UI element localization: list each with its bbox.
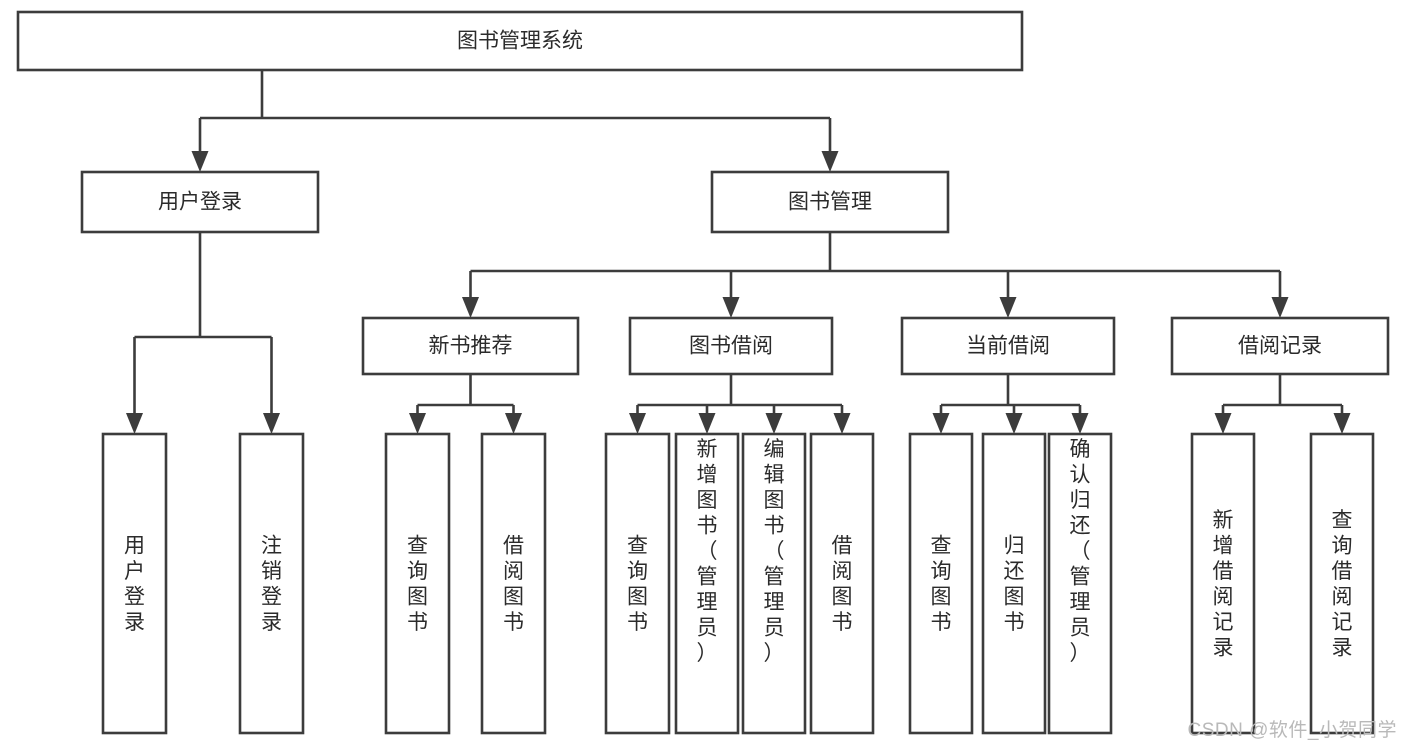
- node-leaf-leaf-user-login[interactable]: 用户登录: [101, 432, 168, 735]
- node-label: 图书管理: [788, 191, 872, 214]
- edge-root-arrow-head-icon: [191, 151, 209, 172]
- node-label: 新书推荐: [429, 335, 513, 358]
- edge-book-borrow-arrow-head-icon: [833, 413, 851, 434]
- node-label: 当前借阅: [966, 335, 1050, 358]
- node-box: [384, 432, 451, 735]
- node-leaf-leaf-return-book[interactable]: 归还图书: [981, 432, 1047, 735]
- edge-borrow-record-arrow-head-icon: [1333, 413, 1351, 434]
- node-box: [1190, 432, 1256, 735]
- node-leaf-leaf-query-record[interactable]: 查询借阅记录: [1309, 432, 1375, 735]
- node-level2-new-book-recommend[interactable]: 新书推荐: [361, 316, 580, 376]
- edge-current-borrow-arrow-head-icon: [932, 413, 950, 434]
- node-label: 编辑图书（管理员）: [764, 438, 785, 665]
- node-box: [80, 170, 320, 234]
- edge-user-login-arrow-head-icon: [263, 413, 280, 434]
- edge-book-borrow-arrow-head-icon: [698, 413, 716, 434]
- edge-current-borrow-arrow-head-icon: [1005, 413, 1023, 434]
- node-label: 借阅图书: [503, 535, 524, 635]
- edge-current-borrow-arrow-head-icon: [1071, 413, 1089, 434]
- edge-user-login-arrow-head-icon: [126, 413, 143, 434]
- edge-book-borrow-arrow-head-icon: [629, 413, 646, 434]
- node-leaf-leaf-user-logout[interactable]: 注销登录: [238, 432, 305, 735]
- node-leaf-leaf-borrow-book-1[interactable]: 借阅图书: [480, 432, 547, 735]
- node-label: 查询借阅记录: [1332, 509, 1353, 660]
- node-level2-book-borrow[interactable]: 图书借阅: [628, 316, 834, 376]
- node-label: 查询图书: [407, 535, 428, 635]
- node-box: [900, 316, 1116, 376]
- edge-root-arrow-head-icon: [821, 151, 839, 172]
- edge-book-manage-arrow-head-icon: [462, 297, 479, 318]
- node-box: [741, 432, 807, 735]
- node-leaf-leaf-confirm-return[interactable]: 确认归还（管理员）: [1047, 432, 1113, 735]
- node-box: [710, 170, 950, 234]
- node-leaf-leaf-add-book[interactable]: 新增图书（管理员）: [674, 432, 740, 735]
- node-box: [480, 432, 547, 735]
- node-leaf-leaf-edit-book[interactable]: 编辑图书（管理员）: [741, 432, 807, 735]
- node-box: [604, 432, 671, 735]
- node-level2-borrow-record[interactable]: 借阅记录: [1170, 316, 1390, 376]
- node-leaf-leaf-borrow-book-2[interactable]: 借阅图书: [809, 432, 875, 735]
- node-label: 借阅图书: [832, 535, 853, 635]
- node-label: 图书借阅: [689, 335, 773, 358]
- node-leaf-leaf-query-book-2[interactable]: 查询图书: [604, 432, 671, 735]
- node-box: [628, 316, 834, 376]
- node-label: 查询图书: [627, 535, 648, 635]
- node-level1-user-login[interactable]: 用户登录: [80, 170, 320, 234]
- connector-layer: [126, 70, 1351, 434]
- node-box: [16, 10, 1024, 72]
- node-label: 新增图书（管理员）: [697, 438, 718, 665]
- node-level1-book-manage[interactable]: 图书管理: [710, 170, 950, 234]
- node-label: 用户登录: [158, 191, 242, 214]
- node-box: [674, 432, 740, 735]
- edge-book-borrow-arrow-head-icon: [765, 413, 783, 434]
- node-label: 用户登录: [124, 535, 145, 635]
- node-box: [1309, 432, 1375, 735]
- edge-new-book-recommend-arrow-head-icon: [409, 413, 426, 434]
- node-box: [809, 432, 875, 735]
- node-leaf-leaf-query-book-3[interactable]: 查询图书: [908, 432, 974, 735]
- edge-new-book-recommend-arrow-head-icon: [505, 413, 522, 434]
- node-box: [101, 432, 168, 735]
- node-label: 归还图书: [1004, 535, 1025, 635]
- edge-borrow-record-arrow-head-icon: [1214, 413, 1232, 434]
- node-leaf-leaf-add-record[interactable]: 新增借阅记录: [1190, 432, 1256, 735]
- node-box: [981, 432, 1047, 735]
- node-leaf-leaf-query-book-1[interactable]: 查询图书: [384, 432, 451, 735]
- edge-book-manage-arrow-head-icon: [722, 297, 740, 318]
- node-label: 查询图书: [931, 535, 952, 635]
- node-box: [908, 432, 974, 735]
- node-box: [1047, 432, 1113, 735]
- node-label: 注销登录: [261, 535, 282, 635]
- node-root-root[interactable]: 图书管理系统: [16, 10, 1024, 72]
- node-label: 借阅记录: [1238, 335, 1322, 358]
- node-box: [361, 316, 580, 376]
- node-label: 确认归还（管理员）: [1070, 438, 1091, 665]
- node-label: 图书管理系统: [457, 30, 583, 53]
- node-box: [238, 432, 305, 735]
- node-layer: 图书管理系统用户登录图书管理新书推荐图书借阅当前借阅借阅记录用户登录注销登录查询…: [16, 10, 1390, 735]
- node-label: 新增借阅记录: [1213, 509, 1234, 660]
- edge-book-manage-arrow-head-icon: [999, 297, 1017, 318]
- edge-book-manage-arrow-head-icon: [1271, 297, 1289, 318]
- node-box: [1170, 316, 1390, 376]
- node-level2-current-borrow[interactable]: 当前借阅: [900, 316, 1116, 376]
